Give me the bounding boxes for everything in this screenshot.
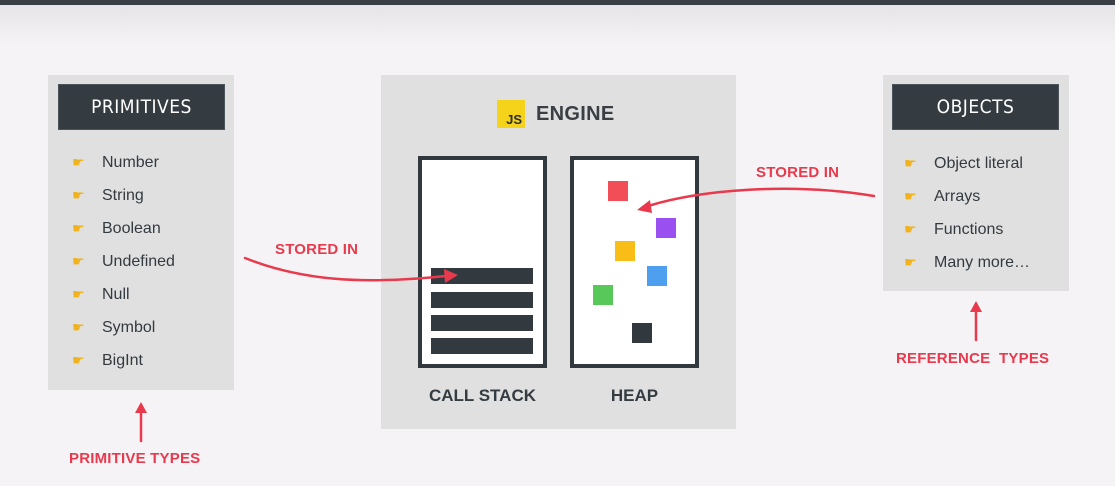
stack-frame — [431, 292, 533, 308]
pointing-hand-icon: ☛ — [904, 254, 917, 270]
heap-object — [647, 266, 667, 286]
arrowhead — [135, 402, 147, 413]
arrowhead — [444, 269, 458, 283]
list-item: ☛Functions — [904, 213, 1030, 246]
engine-title: JS ENGINE — [497, 100, 614, 128]
objects-list: ☛Object literal ☛Arrays ☛Functions ☛Many… — [904, 147, 1030, 279]
list-item: ☛Number — [72, 146, 175, 179]
engine-label: ENGINE — [536, 102, 615, 125]
stack-frame — [431, 315, 533, 331]
pointing-hand-icon: ☛ — [904, 221, 917, 237]
heap-object — [593, 285, 613, 305]
list-item: ☛Arrays — [904, 180, 1030, 213]
object-to-heap-arrow — [646, 187, 876, 208]
arrowhead — [637, 200, 652, 213]
pointing-hand-icon: ☛ — [72, 154, 85, 170]
heap-object — [656, 218, 676, 238]
call-stack-box — [418, 156, 547, 368]
call-stack-label: CALL STACK — [428, 386, 537, 405]
heap-object — [608, 181, 628, 201]
list-item: ☛Object literal — [904, 147, 1030, 180]
pointing-hand-icon: ☛ — [72, 253, 85, 269]
top-shade — [0, 5, 1115, 45]
list-item: ☛String — [72, 179, 175, 212]
objects-header: OBJECTS — [892, 84, 1059, 130]
pointing-hand-icon: ☛ — [72, 286, 85, 302]
stack-frame — [431, 338, 533, 354]
stored-in-label-objects: STORED IN — [756, 164, 840, 181]
reference-types-caption: REFERENCE TYPES — [896, 350, 1050, 367]
list-item: ☛BigInt — [72, 344, 175, 377]
list-item: ☛Many more… — [904, 246, 1030, 279]
stack-frame — [431, 268, 533, 284]
heap-object — [632, 323, 652, 343]
stored-in-label-primitives: STORED IN — [275, 241, 359, 258]
primitive-to-stack-arrow — [243, 256, 448, 282]
pointing-hand-icon: ☛ — [904, 188, 917, 204]
list-item: ☛Symbol — [72, 311, 175, 344]
pointing-hand-icon: ☛ — [904, 155, 917, 171]
pointing-hand-icon: ☛ — [72, 220, 85, 236]
primitives-list: ☛Number ☛String ☛Boolean ☛Undefined ☛Nul… — [72, 146, 175, 377]
heap-object — [615, 241, 635, 261]
heap-label: HEAP — [610, 386, 659, 405]
list-item: ☛Boolean — [72, 212, 175, 245]
pointing-hand-icon: ☛ — [72, 352, 85, 368]
list-item: ☛Undefined — [72, 245, 175, 278]
list-item: ☛Null — [72, 278, 175, 311]
pointing-hand-icon: ☛ — [72, 187, 85, 203]
top-bar — [0, 0, 1115, 5]
primitive-types-caption: PRIMITIVE TYPES — [69, 450, 201, 467]
arrowhead — [970, 301, 982, 312]
js-logo-icon: JS — [497, 100, 525, 128]
primitives-header: PRIMITIVES — [58, 84, 225, 130]
pointing-hand-icon: ☛ — [72, 319, 85, 335]
